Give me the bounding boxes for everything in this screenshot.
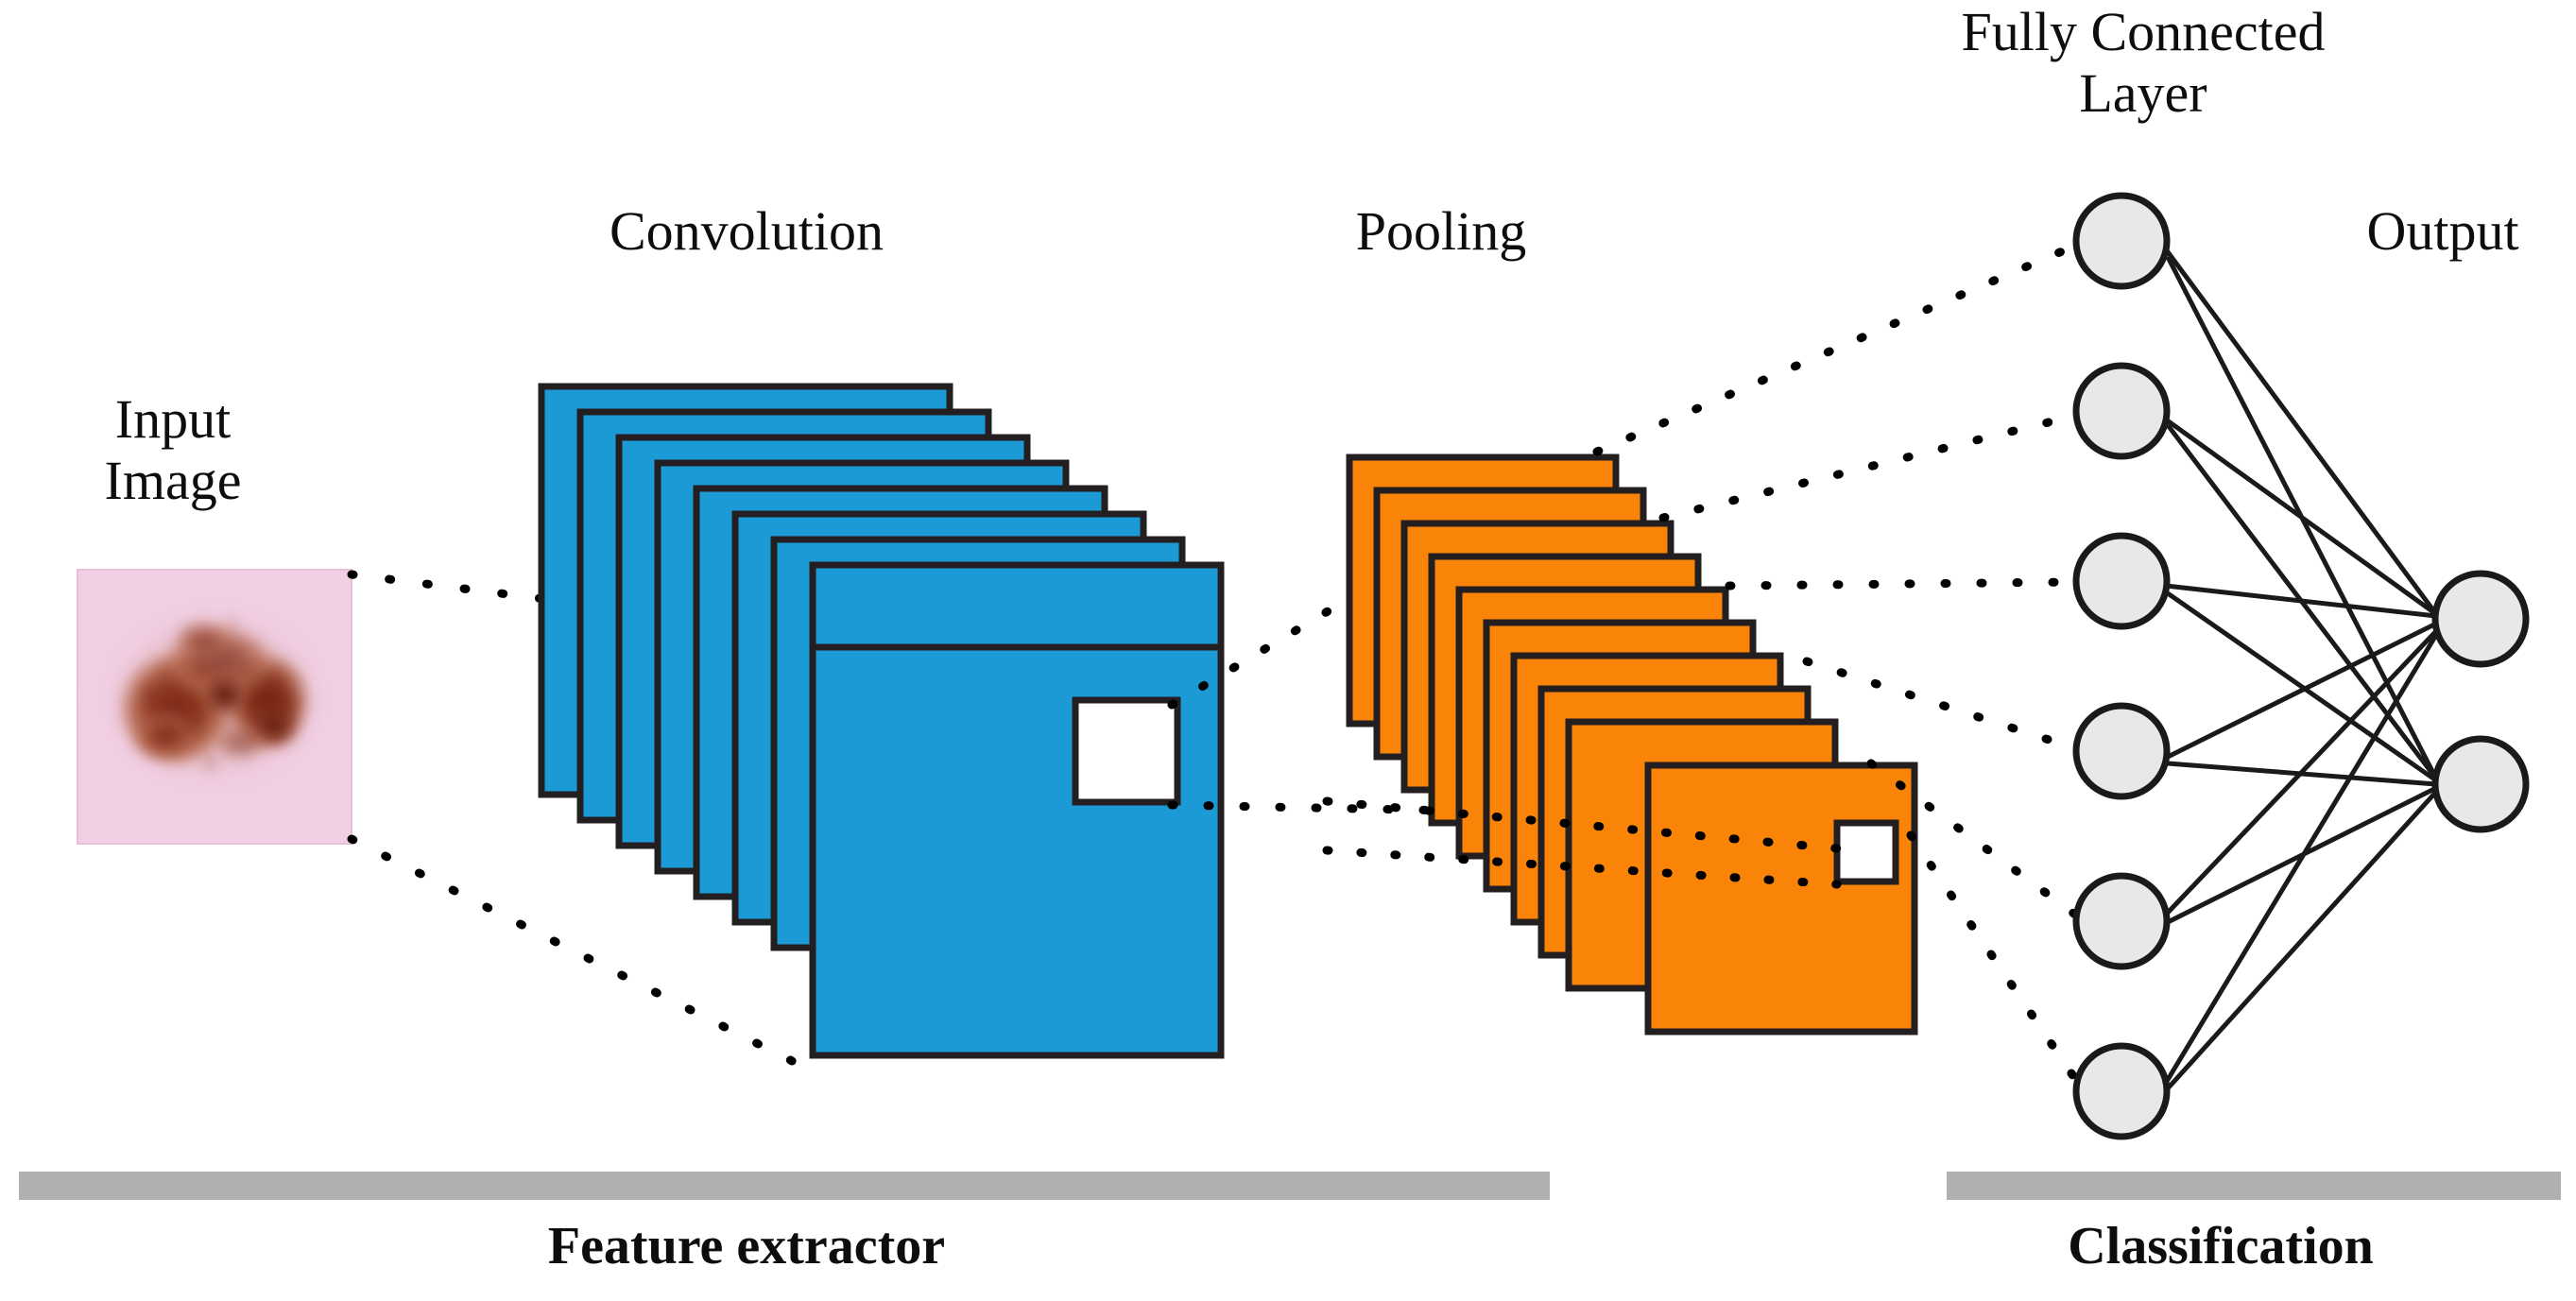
output-node [2431, 735, 2530, 833]
fully-connected-node-group [2072, 192, 2171, 1140]
output-node [2431, 570, 2530, 668]
convolution-label: Convolution [609, 200, 884, 262]
output-label: Output [2366, 200, 2519, 262]
fc-to-output-connections [2163, 248, 2439, 1090]
convolution-feature-map-stack [538, 383, 1225, 1059]
fc-node [2072, 872, 2171, 970]
input-image [77, 569, 352, 845]
classification-label: Classification [2068, 1217, 2374, 1275]
input-image-label: Input Image [104, 388, 242, 511]
feature-extractor-label: Feature extractor [547, 1217, 946, 1275]
classification-bar [1947, 1172, 2561, 1200]
convolution-kernel-window [1072, 696, 1181, 806]
fc-node [2072, 1042, 2171, 1140]
fully-connected-layer-label: Fully Connected Layer [1961, 1, 2326, 124]
dotted-connector-pooling-to-fully-connected [1592, 241, 2080, 1084]
fc-node [2072, 702, 2171, 800]
fc-node [2072, 532, 2171, 630]
pooling-feature-map-stack [1346, 454, 1918, 1036]
pooling-kernel-window [1833, 819, 1899, 885]
output-node-group [2431, 570, 2530, 833]
feature-extractor-bar [19, 1172, 1550, 1200]
pooling-label: Pooling [1355, 200, 1527, 262]
fc-node [2072, 192, 2171, 290]
fc-node [2072, 362, 2171, 460]
